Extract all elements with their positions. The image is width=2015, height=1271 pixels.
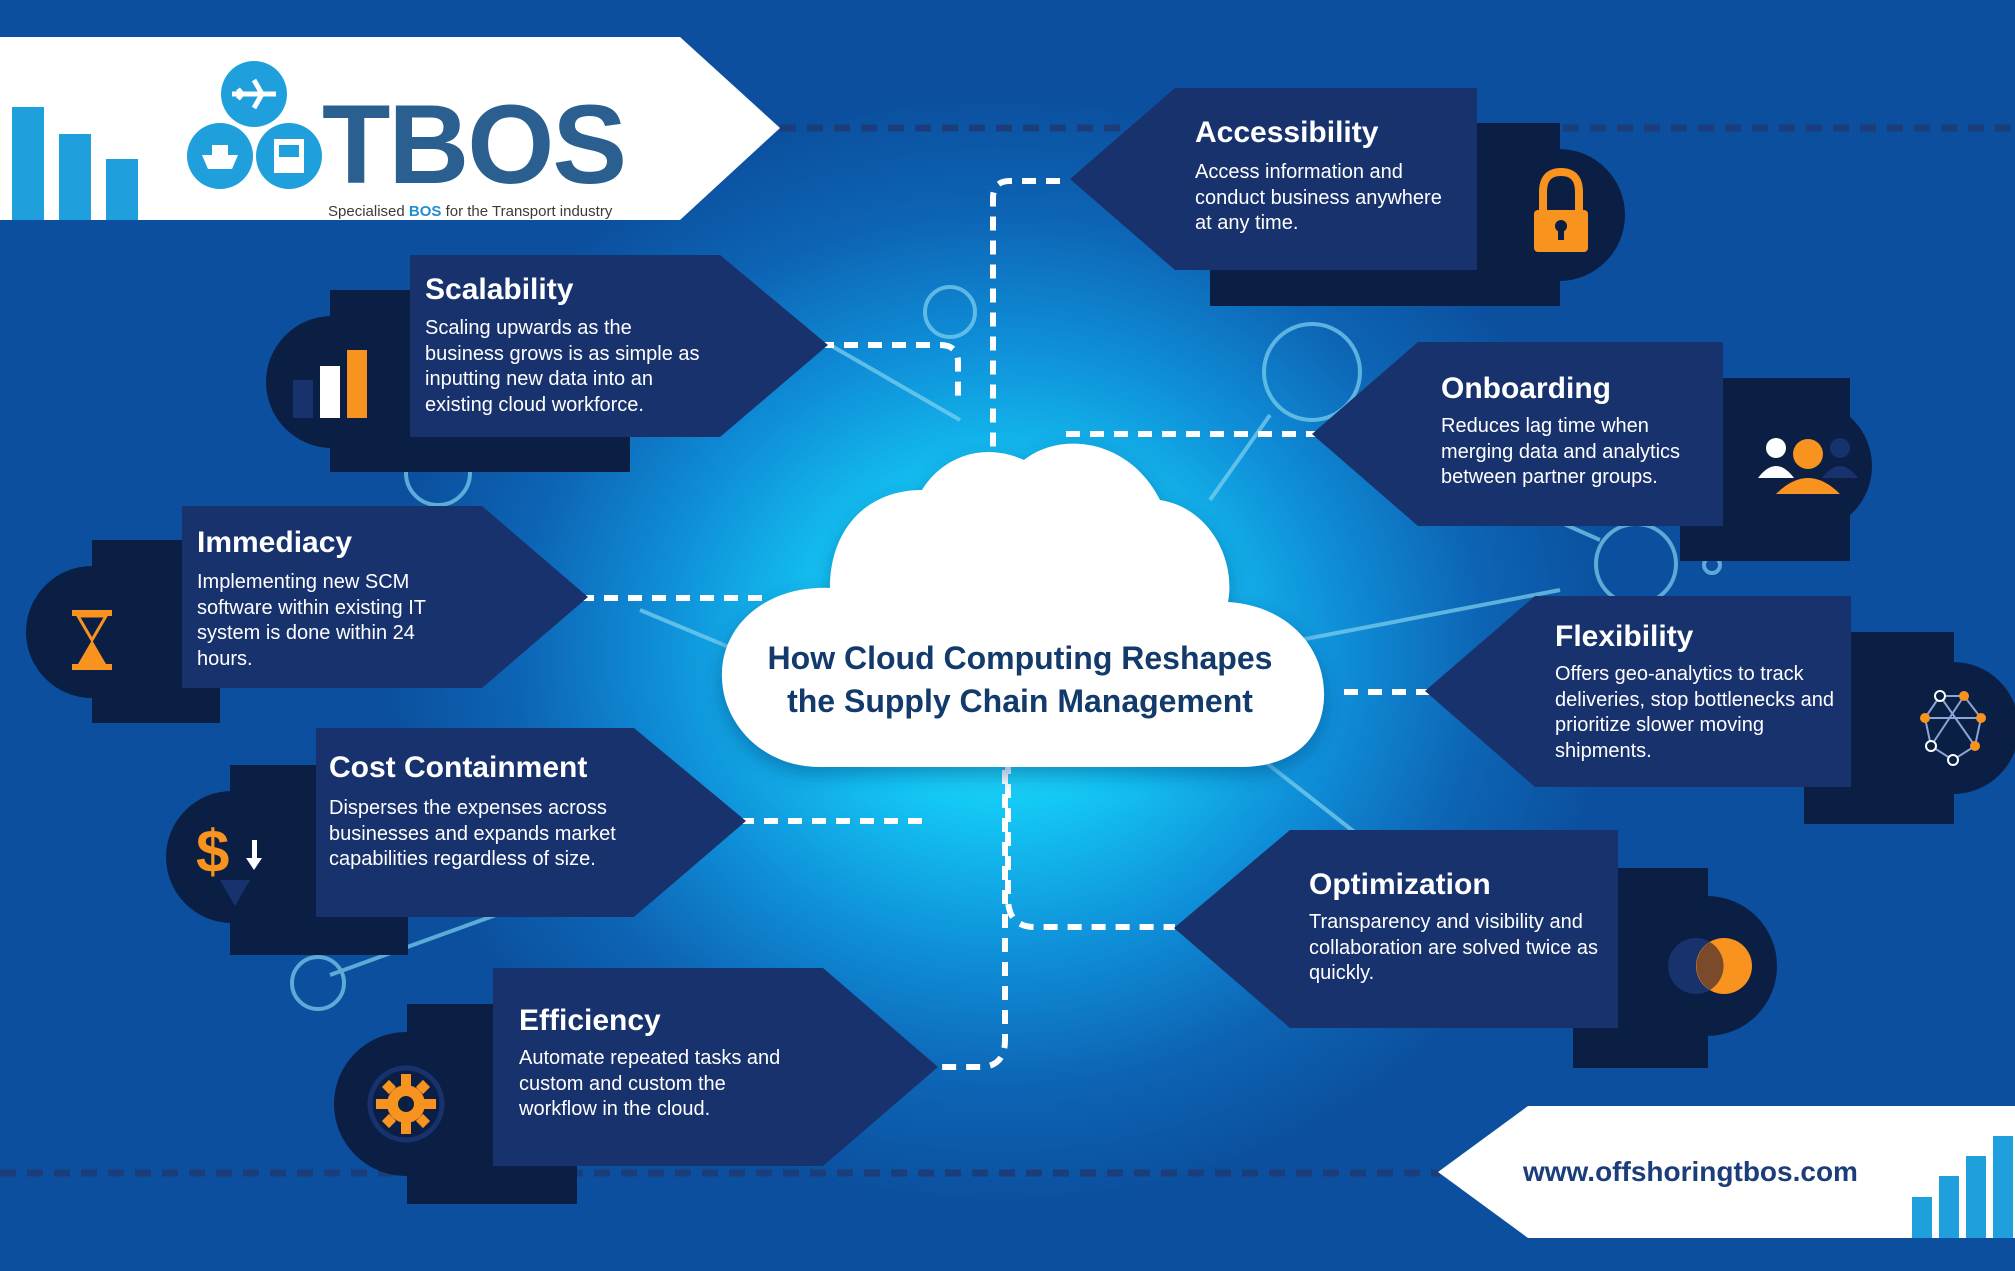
efficiency-title: Efficiency <box>519 1004 661 1037</box>
dollar-down-icon: $ <box>196 818 262 906</box>
immediacy-title: Immediacy <box>197 526 353 559</box>
accessibility-title: Accessibility <box>1195 116 1379 149</box>
card-scalability-shape <box>266 255 828 472</box>
gear-icon <box>367 1065 445 1143</box>
card-immediacy-shape <box>26 506 588 723</box>
logo-tagline: Specialised BOS for the Transport indust… <box>328 203 613 220</box>
logo-wordmark: TBOS <box>322 82 627 207</box>
immediacy-desc: Implementing new SCM software within exi… <box>197 571 426 670</box>
users-icon <box>1758 438 1858 494</box>
svg-text:$: $ <box>196 818 229 885</box>
onboarding-desc: Reduces lag time when merging data and a… <box>1441 415 1681 489</box>
flexibility-title: Flexibility <box>1555 620 1694 653</box>
cost-containment-desc: Disperses the expenses across businesses… <box>329 797 616 871</box>
bar-chart-icon <box>293 350 367 418</box>
hourglass-icon <box>72 610 112 670</box>
optimization-desc: Transparency and visibility and collabor… <box>1309 911 1599 985</box>
card-flexibility-shape <box>1425 596 2015 824</box>
card-efficiency-shape <box>334 968 938 1204</box>
scalability-desc: Scaling upwards as the business grows is… <box>425 317 700 416</box>
central-title-line1: How Cloud Computing Reshapes <box>767 640 1273 676</box>
onboarding-title: Onboarding <box>1441 372 1611 405</box>
central-title: How Cloud Computing Reshapes the Supply … <box>760 637 1280 723</box>
overlap-circles-icon <box>1668 938 1752 994</box>
network-icon <box>1920 690 1986 766</box>
lock-icon <box>1534 167 1588 252</box>
logo-graphic <box>0 37 780 220</box>
card-cost-containment-shape <box>166 728 746 955</box>
efficiency-desc: Automate repeated tasks and custom and c… <box>519 1047 781 1121</box>
accessibility-desc: Access information and conduct business … <box>1195 161 1442 235</box>
website-url[interactable]: www.offshoringtbos.com <box>1523 1156 1858 1187</box>
card-accessibility-shape <box>1070 88 1625 306</box>
cost-containment-title: Cost Containment <box>329 751 588 784</box>
central-title-line2: the Supply Chain Management <box>787 683 1253 719</box>
optimization-title: Optimization <box>1309 868 1491 901</box>
logo-panel: TBOS Specialised BOS for the Transport i… <box>0 37 780 220</box>
scalability-title: Scalability <box>425 273 574 306</box>
flexibility-desc: Offers geo-analytics to track deliveries… <box>1555 663 1835 762</box>
footer-panel <box>1438 1106 2015 1238</box>
